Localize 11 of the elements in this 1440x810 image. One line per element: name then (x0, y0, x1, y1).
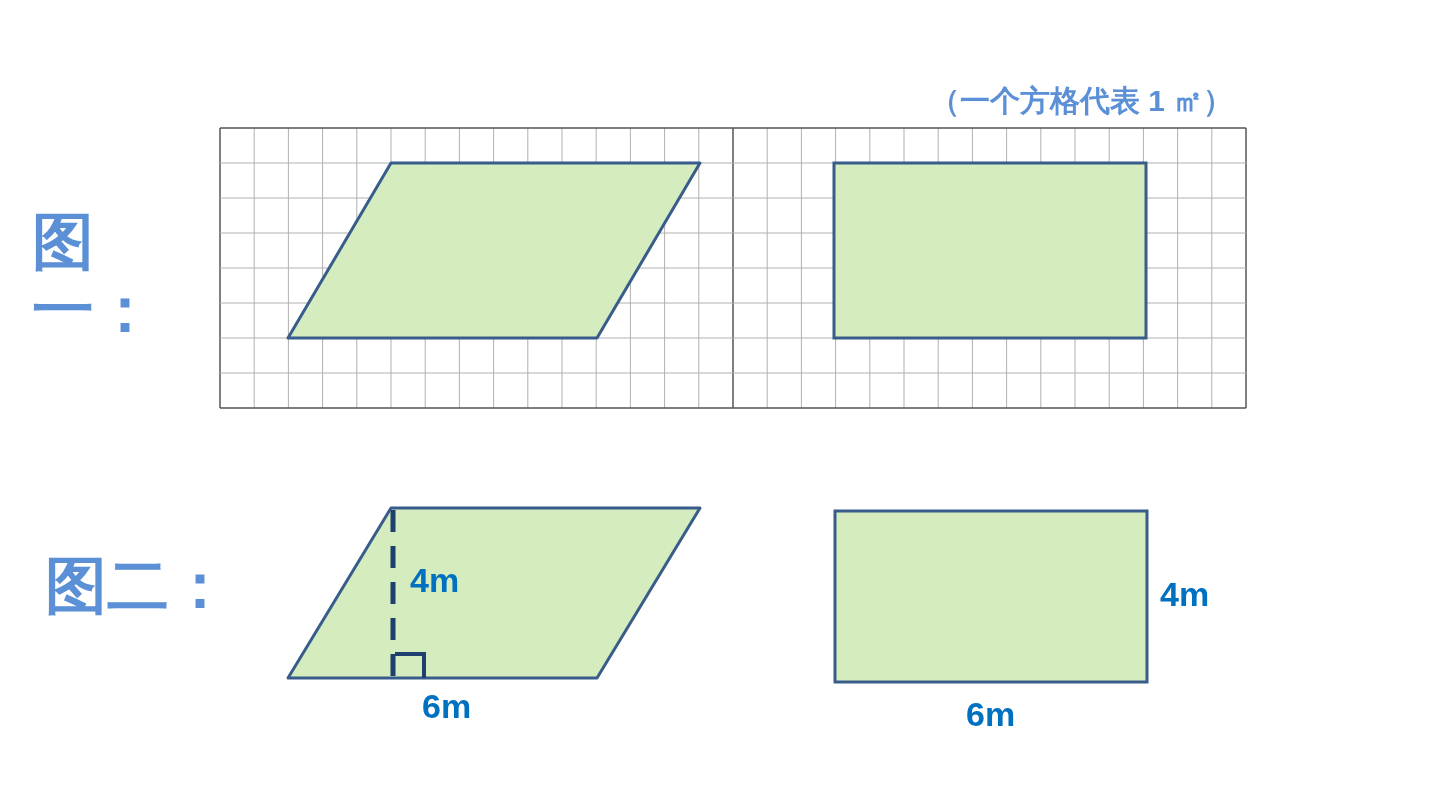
parallelogram-shape (288, 508, 700, 678)
figure-title: 图一： (32, 208, 157, 345)
parallelogram-shape (288, 163, 700, 338)
figure-title: 图二： (45, 552, 231, 621)
dimension-label: 6m (422, 688, 472, 726)
note-text: （一个方格代表 1 ㎡） (930, 84, 1234, 117)
rectangle-shape (834, 163, 1146, 338)
rectangle-shape (835, 511, 1147, 682)
dimension-label: 4m (410, 562, 460, 600)
dimension-label: 6m (966, 696, 1016, 734)
dimension-label: 4m (1160, 576, 1210, 614)
